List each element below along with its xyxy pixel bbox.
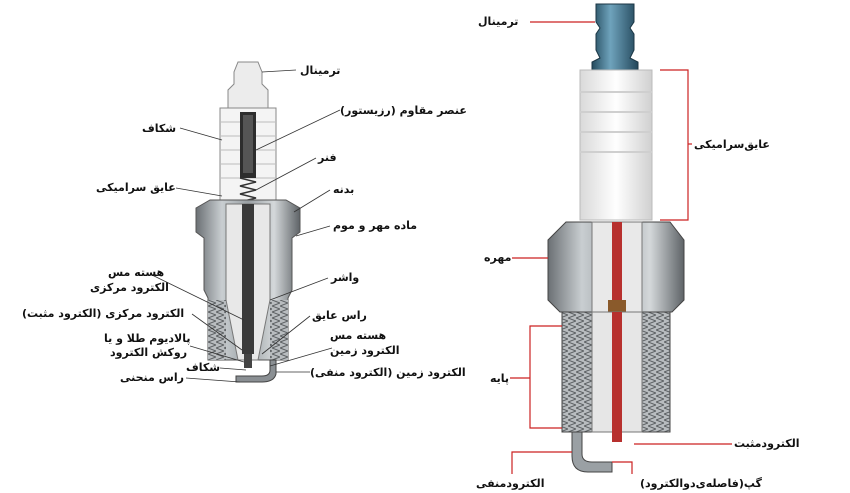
right-ceramic-insulator [579,69,653,221]
right-red-brackets [510,21,732,474]
left-label-washer: واشر [331,271,360,284]
left-label-ceramic-insulator: عایق سرامیکی [96,181,176,194]
left-terminal [227,61,269,109]
left-label-spring: فنر [318,151,337,164]
right-label-ceramic-insulator: عایق‌سرامیکی [694,138,770,151]
left-label-insulator-tip: راس عایق [312,309,367,322]
left-label-body: بدنه [333,183,355,196]
left-label-palladium-2: روکش الکترود [110,346,188,359]
left-label-copper-core-ground-2: الکترود زمین [330,344,400,357]
right-label-terminal: ترمینال [478,15,519,28]
left-label-copper-core-1: هسته مس [108,266,165,279]
left-ground-electrode [235,359,277,383]
left-label-palladium-1: پالادیوم طلا و یا [104,332,191,345]
right-terminal [591,3,639,71]
left-label-copper-core-ground-1: هسته مس [330,329,387,342]
right-label-negative-electrode: الکترودمنفی [476,477,545,490]
right-spark-plug [547,3,685,473]
left-label-ground-electrode: الکترود زمین (الکترود منفی) [310,366,466,379]
right-label-positive-electrode: الکترودمثبت [734,437,800,450]
left-label-gap-bottom: شکاف [186,361,221,374]
left-label-resistor: عنصر مقاوم (رزیستور) [340,104,467,117]
right-label-gap: گپ(فاصله‌ی‌دوالکترود) [640,477,762,490]
right-label-nut: مهره [484,251,512,264]
left-label-copper-core-2: الکترود مرکزی [90,281,169,294]
left-label-center-electrode: الکترود مرکزی (الکترود مثبت) [22,307,185,320]
right-label-base: پایه [490,372,510,385]
left-label-gap-top: شکاف [142,122,177,135]
left-leader-lines [149,69,341,383]
right-ground-electrode [571,431,613,473]
left-label-terminal: ترمینال [300,64,341,77]
left-label-curved-tip: راس منحنی [120,371,184,384]
left-label-sealant: ماده مهر و موم [333,219,418,232]
left-spark-plug-cutaway [195,61,301,383]
